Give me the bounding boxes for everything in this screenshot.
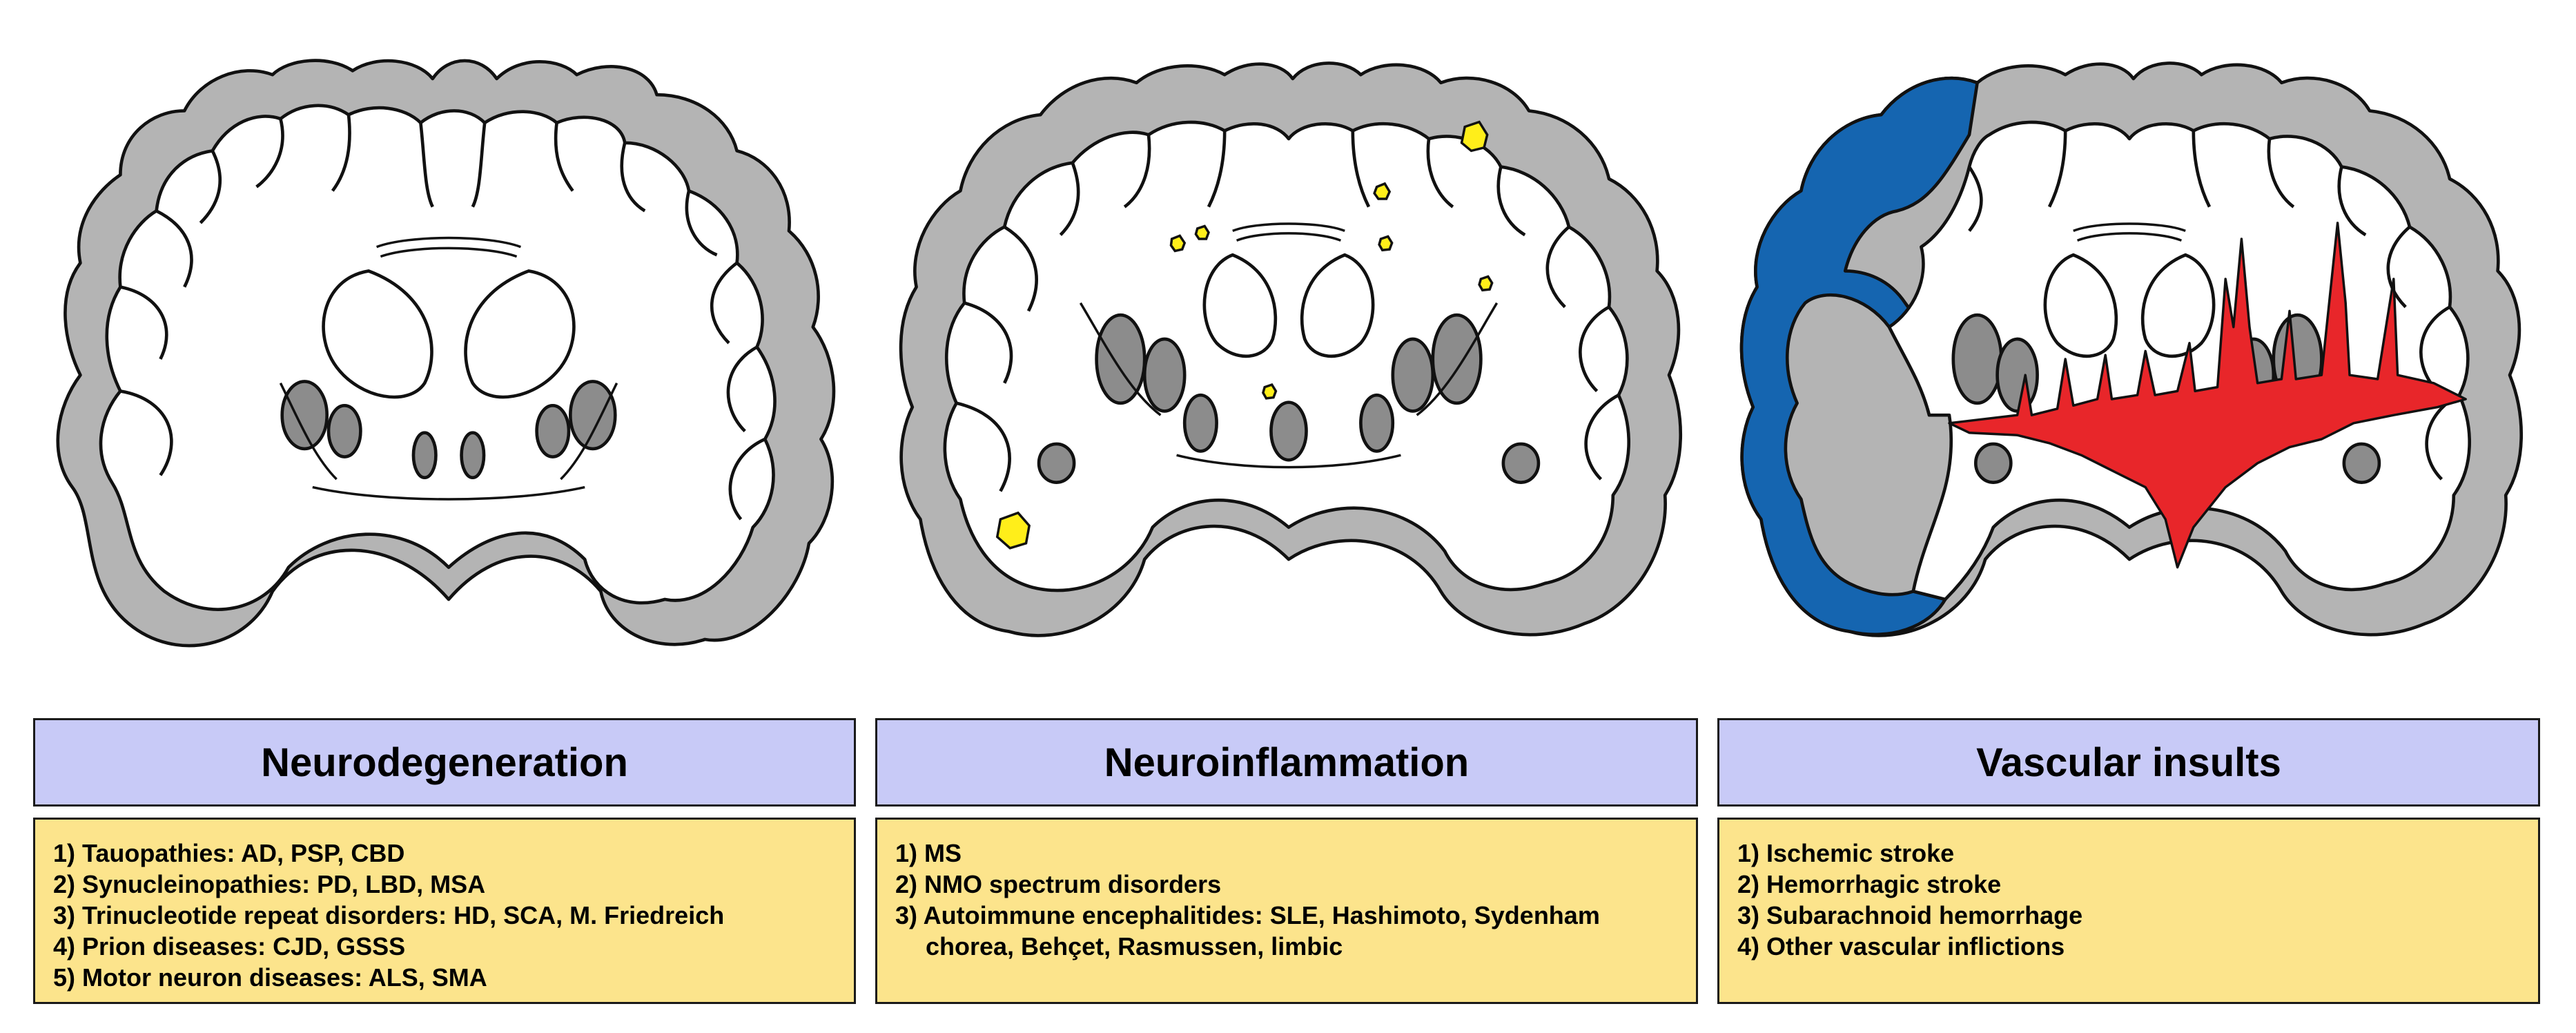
list-item: 1) MS <box>895 839 962 867</box>
white-matter <box>99 104 777 611</box>
hemorrhage <box>1948 222 2467 569</box>
ventricles <box>322 269 576 399</box>
panel-title: Neurodegeneration <box>261 740 628 785</box>
panel-list-vascular: 1) Ischemic stroke 2) Hemorrhagic stroke… <box>1717 818 2540 1004</box>
list-item: 2) Synucleinopathies: PD, LBD, MSA <box>53 870 486 898</box>
lesion <box>1194 224 1210 240</box>
list-item: 4) Prion diseases: CJD, GSSS <box>53 932 406 960</box>
brain-section-neuroinflammation <box>899 61 1682 637</box>
list-item: 2) Hemorrhagic stroke <box>1737 870 2002 898</box>
lesion <box>1460 120 1489 153</box>
list-item: 2) NMO spectrum disorders <box>895 870 1222 898</box>
panel-header-neurodegeneration: Neurodegeneration <box>33 718 856 807</box>
lesion <box>1378 235 1394 252</box>
brain-neuroinflammation <box>888 35 1689 684</box>
brain-section-neurodegeneration <box>56 59 836 648</box>
list-item: 3) Subarachnoid hemorrhage <box>1737 901 2083 929</box>
ischemic-territory <box>1739 76 1979 637</box>
white-matter <box>1887 120 2472 601</box>
ventricles <box>1202 253 1375 358</box>
panel-list-neurodegeneration: 1) Tauopathies: AD, PSP, CBD 2) Synuclei… <box>33 818 856 1004</box>
deep-nuclei <box>1037 313 1541 484</box>
lesion <box>1373 182 1392 200</box>
list-item: 4) Other vascular inflictions <box>1737 932 2065 960</box>
brain-section-vascular <box>1739 61 2523 637</box>
brain-neurodegeneration <box>48 35 849 684</box>
list-item: 1) Ischemic stroke <box>1737 839 1955 867</box>
panel-header-vascular: Vascular insults <box>1717 718 2540 807</box>
lesion <box>1478 275 1494 292</box>
panel-list-neuroinflammation: 1) MS 2) NMO spectrum disorders 3) Autoi… <box>875 818 1698 1004</box>
list-item: 3) Autoimmune encephalitides: SLE, Hashi… <box>895 901 1600 960</box>
panel-title: Vascular insults <box>1976 740 2281 785</box>
lesions <box>995 120 1494 550</box>
brain-vascular <box>1729 35 2530 684</box>
list-item: 1) Tauopathies: AD, PSP, CBD <box>53 839 405 867</box>
lesion <box>1262 383 1278 400</box>
white-matter <box>943 120 1631 592</box>
panel-title: Neuroinflammation <box>1104 740 1470 785</box>
panel-header-neuroinflammation: Neuroinflammation <box>875 718 1698 807</box>
list-item: 5) Motor neuron diseases: ALS, SMA <box>53 963 487 992</box>
ventricles <box>2043 253 2216 358</box>
lesion <box>995 511 1031 550</box>
deep-nuclei <box>280 380 617 479</box>
list-item: 3) Trinucleotide repeat disorders: HD, S… <box>53 901 725 929</box>
lesion <box>1169 234 1187 253</box>
